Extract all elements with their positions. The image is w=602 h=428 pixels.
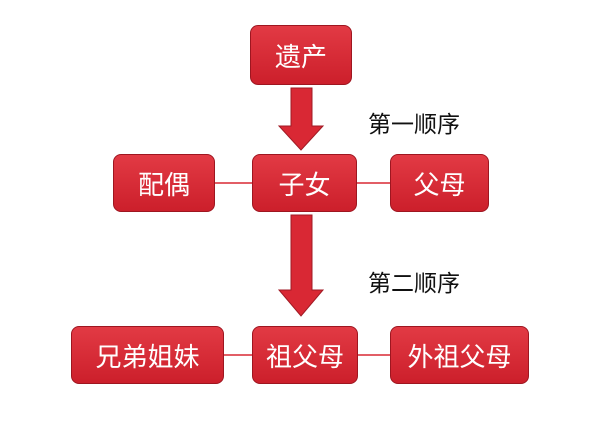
node-children: 子女	[252, 154, 357, 212]
node-grandparents: 祖父母	[252, 326, 358, 384]
label-second-order: 第二顺序	[368, 271, 460, 297]
node-spouse: 配偶	[113, 154, 215, 212]
node-maternal-grandparents: 外祖父母	[390, 326, 529, 384]
arrow-first-order	[277, 87, 325, 151]
label-first-order: 第一顺序	[368, 112, 460, 138]
node-parents: 父母	[390, 154, 489, 212]
node-estate: 遗产	[250, 25, 352, 85]
node-siblings: 兄弟姐妹	[71, 326, 224, 384]
arrow-second-order	[277, 214, 325, 317]
